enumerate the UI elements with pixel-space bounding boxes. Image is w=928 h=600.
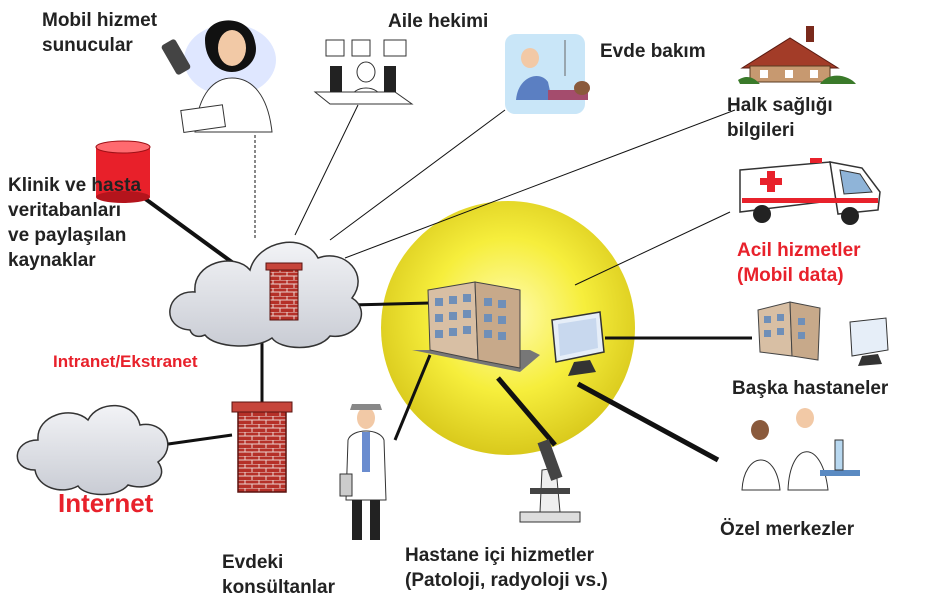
intranet-label: Intranet/Ekstranet [53, 352, 198, 371]
home-care-label: Evde bakım [600, 41, 706, 62]
connection-lines [138, 104, 752, 463]
doctor-office-icon [313, 39, 414, 105]
internet-label: Internet [58, 488, 154, 518]
special-centers-label: Özel merkezler [720, 519, 855, 540]
home-consultants-label: Evdeki konsültanlar [222, 552, 335, 598]
family-doctor-label: Aile hekimi [388, 11, 489, 32]
lab-icon [741, 408, 860, 491]
internet-cloud-icon [16, 404, 169, 496]
public-health-label: Halk sağlığı bilgileri [727, 95, 833, 141]
doctor-icon [339, 404, 387, 540]
intranet-cloud-icon [169, 241, 363, 349]
clinical-databases-label: Klinik ve hasta veritabanları ve paylaşı… [8, 175, 142, 271]
hospital-icon [412, 281, 540, 372]
database-icon [95, 140, 151, 203]
in-hospital-services-label: Hastane içi hizmetler (Patoloji, radyolo… [405, 545, 608, 591]
emergency-services-label: Acil hizmetler (Mobil data) [737, 240, 861, 286]
ambulance-icon [739, 158, 881, 225]
mobile-service-providers-label: Mobil hizmet sunucular [42, 10, 158, 56]
house-icon [738, 26, 856, 84]
intranet-firewall-icon [265, 262, 303, 321]
other-hospitals-label: Başka hastaneler [732, 378, 889, 399]
nurse-icon [161, 20, 276, 133]
other-hospital-icon [757, 301, 889, 366]
monitor-icon [551, 311, 605, 376]
microscope-icon [519, 439, 581, 523]
home-care-icon [505, 34, 590, 114]
firewall-icon [231, 401, 293, 493]
